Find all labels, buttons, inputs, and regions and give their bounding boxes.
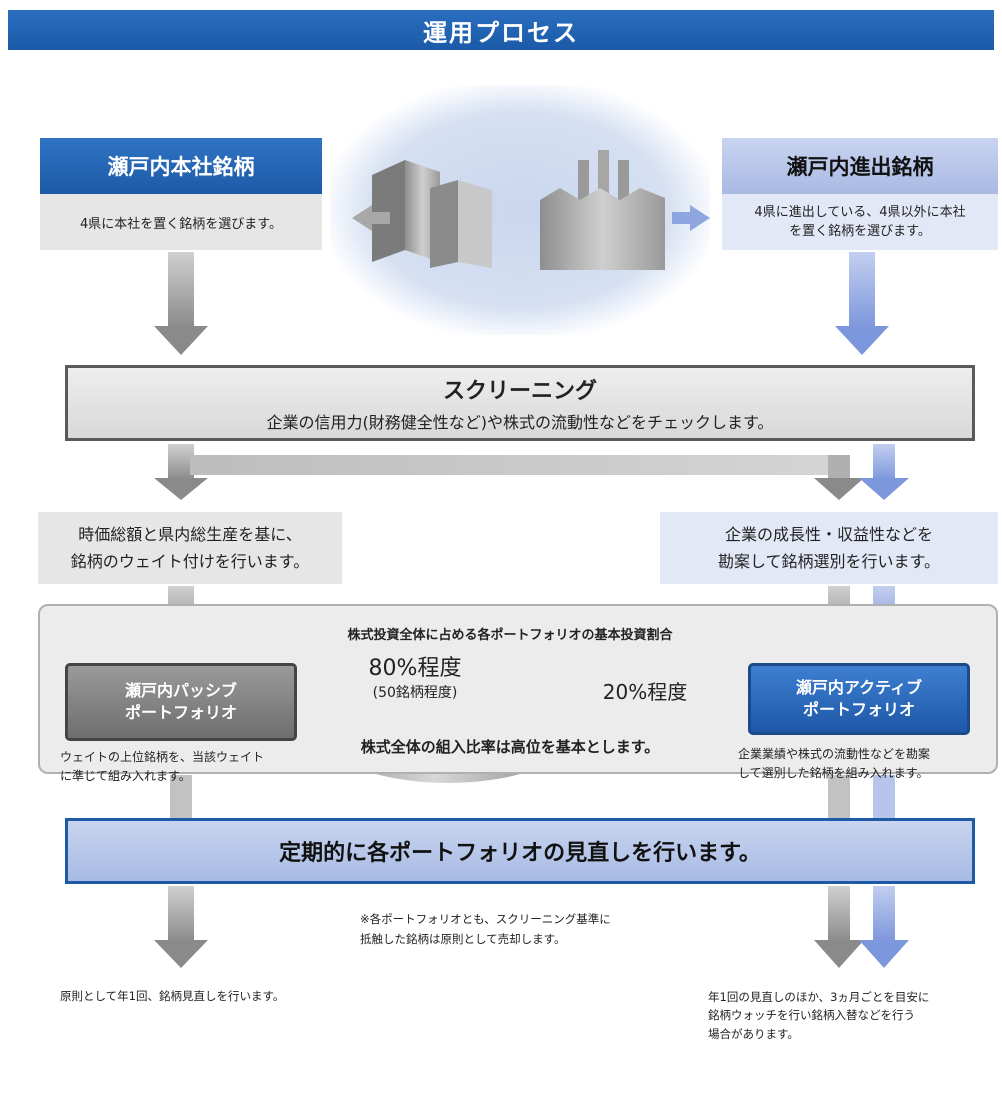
building-icon	[372, 160, 492, 268]
desc-line: 時価総額と県内総生産を基に、	[78, 524, 302, 544]
factory-icon	[540, 150, 665, 270]
allocation-footnote: 株式全体の組入比率は高位を基本とします。	[360, 738, 660, 756]
screening-box: スクリーニング 企業の信用力(財務健全性など)や株式の流動性などをチェックします…	[65, 365, 975, 441]
desc-line: 勘案して銘柄選別を行います。	[718, 552, 940, 571]
setouchi-expansion-stocks-title: 瀬戸内進出銘柄	[722, 138, 998, 194]
arrow-down-icon	[154, 886, 208, 968]
setouchi-hq-stocks-desc: 4県に本社を置く銘柄を選びます。	[40, 194, 322, 250]
arrow-down-icon	[154, 444, 208, 500]
arrow-down-icon	[835, 252, 889, 355]
arrow-right-icon	[672, 205, 710, 231]
weighting-desc: 時価総額と県内総生産を基に、銘柄のウェイト付けを行います。	[38, 512, 342, 584]
arrow-down-icon	[814, 455, 864, 500]
desc-line: を置く銘柄を選びます。	[789, 224, 931, 239]
setouchi-hq-stocks-title: 瀬戸内本社銘柄	[40, 138, 322, 194]
arrow-down-icon	[154, 252, 208, 355]
connector-bar	[828, 775, 850, 819]
portfolio-name: ポートフォリオ	[802, 700, 915, 719]
active-portfolio-desc: 企業業績や株式の流動性などを勘案 して選別した銘柄を組み入れます。	[738, 745, 983, 783]
desc-line: 企業の成長性・収益性などを	[724, 524, 933, 544]
page-title: 運用プロセス	[8, 10, 994, 50]
arrow-down-icon	[859, 886, 909, 968]
arrow-down-icon	[859, 444, 909, 500]
note-line: 銘柄ウォッチを行い銘柄入替などを行う	[708, 1008, 915, 1023]
desc-line: して選別した銘柄を組み入れます。	[738, 766, 929, 781]
desc-line: 企業業績や株式の流動性などを勘案	[738, 747, 931, 761]
arrow-left-icon	[352, 205, 390, 231]
passive-portfolio-box: 瀬戸内パッシブ ポートフォリオ	[65, 663, 297, 741]
desc-line: 銘柄のウェイト付けを行います。	[70, 552, 310, 571]
branch-connector	[190, 455, 840, 475]
arrow-down-icon	[814, 886, 864, 968]
pie-label-active: 20%程度	[602, 680, 688, 704]
screening-note: ※各ポートフォリオとも、スクリーニング基準に 抵触した銘柄は原則として売却します…	[360, 910, 660, 949]
note-line: 抵触した銘柄は原則として売却します。	[360, 931, 566, 946]
active-portfolio-box: 瀬戸内アクティブ ポートフォリオ	[748, 663, 970, 735]
allocation-caption: 株式投資全体に占める各ポートフォリオの基本投資割合	[347, 628, 673, 643]
screening-title: スクリーニング	[442, 379, 597, 404]
desc-line: 4県に進出している、4県以外に本社	[754, 204, 966, 220]
connector-bar	[873, 775, 895, 819]
desc-line: に準じて組み入れます。	[60, 769, 191, 784]
note-line: ※各ポートフォリオとも、スクリーニング基準に	[360, 912, 611, 926]
pie-label-passive: 80%程度	[368, 656, 462, 681]
pie-sublabel-passive: (50銘柄程度)	[372, 685, 458, 701]
screening-subtitle: 企業の信用力(財務健全性など)や株式の流動性などをチェックします。	[266, 413, 774, 432]
note-line: 場合があります。	[708, 1026, 799, 1041]
active-review-note: 年1回の見直しのほか、3ヵ月ごとを目安に 銘柄ウォッチを行い銘柄入替などを行う …	[708, 988, 998, 1043]
desc-line: ウェイトの上位銘柄を、当該ウェイト	[60, 750, 265, 764]
portfolio-name: ポートフォリオ	[124, 703, 237, 722]
portfolio-name: 瀬戸内アクティブ	[795, 677, 923, 697]
note-line: 年1回の見直しのほか、3ヵ月ごとを目安に	[708, 990, 930, 1004]
passive-portfolio-desc: ウェイトの上位銘柄を、当該ウェイト に準じて組み入れます。	[60, 748, 310, 786]
setouchi-expansion-stocks-desc: 4県に進出している、4県以外に本社を置く銘柄を選びます。	[722, 194, 998, 250]
passive-review-note: 原則として年1回、銘柄見直しを行います。	[60, 989, 285, 1003]
portfolio-name: 瀬戸内パッシブ	[124, 680, 237, 700]
review-box: 定期的に各ポートフォリオの見直しを行います。	[65, 818, 975, 884]
selection-desc: 企業の成長性・収益性などを勘案して銘柄選別を行います。	[660, 512, 998, 584]
connector-bar	[170, 775, 192, 819]
